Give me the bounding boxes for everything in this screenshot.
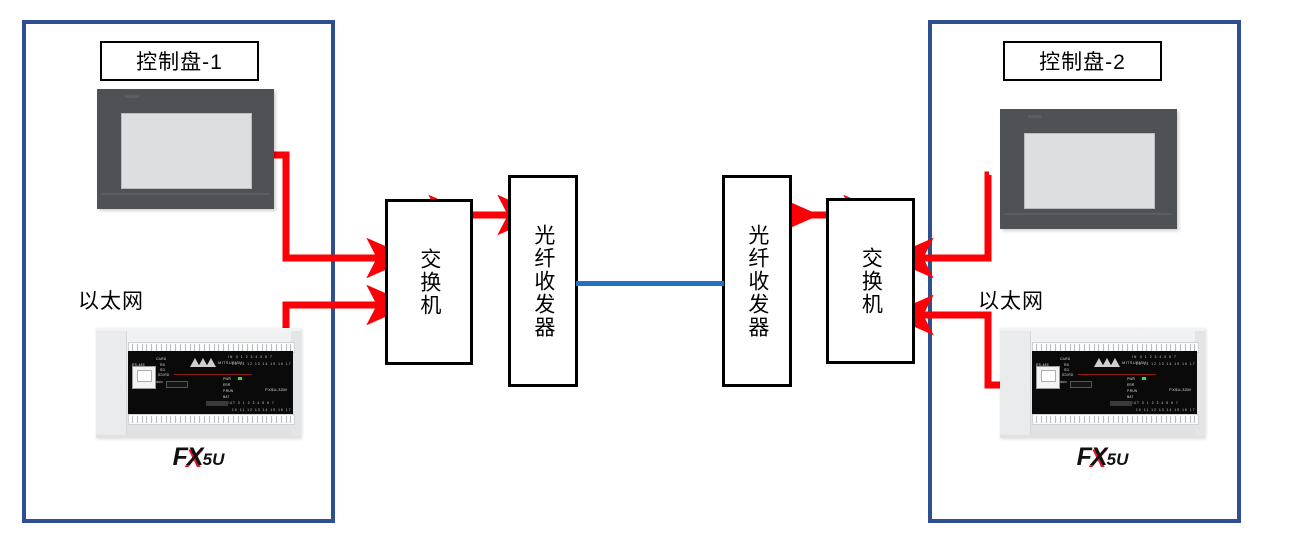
plc-bottom-terminal-rail — [1032, 414, 1199, 425]
plc-input-header: IN — [1132, 355, 1138, 359]
plc-label-sdrd: SD/RD — [158, 373, 170, 377]
network-switch-2-label: 交换机 — [859, 246, 883, 316]
plc-label-rs485: RS-485 — [132, 363, 145, 367]
plc-ethernet-port — [1036, 366, 1060, 389]
hmi-bottom-bar — [101, 193, 269, 195]
plc-left-cover — [96, 331, 127, 435]
plc-ethernet-port — [132, 366, 156, 389]
plc-label-rd: RD — [1064, 363, 1070, 367]
plc-bottom-terminal-rail — [128, 414, 295, 425]
fiber-transceiver-1: 光纤收发器 — [508, 175, 578, 387]
plc-fx5u-1: MITSUBISHI CARD RS-485 RD SD LAN SD/RD C… — [96, 328, 301, 438]
plc-output-header: OUT — [226, 401, 237, 405]
plc-label-rd: RD — [160, 363, 166, 367]
plc-output-header: OUT — [1130, 401, 1141, 405]
plc-left-cover — [1000, 331, 1031, 435]
fx5u-suffix-text: 5U — [202, 450, 225, 469]
plc-nameplate — [206, 401, 228, 406]
plc-led-pwr-label: PWR — [223, 377, 231, 381]
plc-label-sd: SD — [160, 368, 166, 372]
fx5u-fx-text: FX — [172, 443, 204, 471]
plc-right-cover — [291, 331, 301, 435]
fx5u-x-overlay: X — [185, 445, 203, 473]
plc-led-bat-label: BAT — [1127, 395, 1134, 399]
mitsubishi-logo-icon — [190, 358, 216, 369]
control-panel-1-label-text: 控制盘-1 — [136, 51, 223, 74]
plc-input-row-1: 0 1 2 3 4 5 6 7 — [1140, 355, 1177, 359]
ethernet-label-left: 以太网 — [78, 290, 144, 313]
control-panel-1-label: 控制盘-1 — [100, 41, 259, 81]
plc-led-pwr-indicator — [238, 377, 242, 380]
control-panel-2-label-text: 控制盘-2 — [1039, 51, 1126, 74]
plc-led-pwr-indicator — [1142, 377, 1146, 380]
plc-led-prun-label: P.RUN — [1127, 389, 1138, 393]
plc-label-sdrd: SD/RD — [1062, 373, 1074, 377]
plc-fx5u-2: MITSUBISHI CARD RS-485 RD SD LAN SD/RD C… — [1000, 328, 1205, 438]
plc-input-row-2: 10 11 12 13 14 15 16 17 — [232, 362, 292, 366]
plc-led-err-label: ERR — [223, 383, 231, 387]
ethernet-label-right: 以太网 — [978, 290, 1044, 313]
plc-right-cover — [1195, 331, 1205, 435]
fx5u-x-overlay: X — [1089, 445, 1107, 473]
hmi-top-nub — [125, 95, 139, 98]
control-panel-2-label: 控制盘-2 — [1003, 41, 1162, 81]
plc-brand-text: MITSUBISHI — [1122, 360, 1148, 365]
hmi-top-nub — [1028, 115, 1042, 118]
plc-model-code: FX5U-32M — [265, 387, 287, 392]
hmi-screen — [121, 113, 252, 189]
plc-led-err-label: ERR — [1127, 383, 1135, 387]
plc-label-rs485: RS-485 — [1036, 363, 1049, 367]
plc-sd-card-slot — [166, 381, 188, 388]
plc-output-row-2: 10 11 12 13 14 15 16 17 — [232, 408, 292, 412]
plc-led-prun-label: P.RUN — [223, 389, 234, 393]
fiber-transceiver-1-label: 光纤收发器 — [531, 223, 555, 339]
network-switch-2: 交换机 — [826, 198, 915, 364]
hmi-touch-panel-1 — [97, 89, 274, 209]
fx5u-suffix-text: 5U — [1106, 450, 1129, 469]
plc-led-pwr-label: PWR — [1127, 377, 1135, 381]
plc-input-row-1: 0 1 2 3 4 5 6 7 — [236, 355, 273, 359]
network-switch-1-label: 交换机 — [417, 247, 441, 317]
cable-hmi2-to-switch2 — [887, 171, 992, 279]
plc-output-row-1: 0 1 2 3 4 5 6 7 — [238, 401, 275, 405]
plc-output-row-2: 10 11 12 13 14 15 16 17 — [1136, 408, 1196, 412]
cable-hmi1-to-switch1 — [263, 151, 413, 279]
plc-output-row-1: 0 1 2 3 4 5 6 7 — [1142, 401, 1179, 405]
plc-label-sd: SD — [1064, 368, 1070, 372]
control-panel-1-enclosure — [22, 20, 335, 523]
hmi-screen — [1024, 133, 1155, 209]
fiber-transceiver-2-label: 光纤收发器 — [745, 223, 769, 339]
plc-label-card: CARD — [1060, 357, 1071, 361]
network-switch-1: 交换机 — [385, 199, 473, 365]
plc-brand-text: MITSUBISHI — [218, 360, 244, 365]
hmi-bottom-bar — [1004, 213, 1172, 215]
plc-nameplate — [1110, 401, 1132, 406]
plc-model-code: FX5U-32M — [1169, 387, 1191, 392]
plc-sd-card-slot — [1070, 381, 1092, 388]
fiber-optic-trunk-link — [576, 281, 724, 286]
plc-accent-line — [174, 374, 252, 375]
plc-input-row-2: 10 11 12 13 14 15 16 17 — [1136, 362, 1196, 366]
mitsubishi-logo-icon — [1094, 358, 1120, 369]
hmi-touch-panel-2 — [1000, 109, 1177, 229]
fx5u-fx-text: FX — [1076, 443, 1108, 471]
plc-label-card: CARD — [156, 357, 167, 361]
plc-input-header: IN — [228, 355, 234, 359]
plc-accent-line — [1078, 374, 1156, 375]
fiber-transceiver-2: 光纤收发器 — [722, 175, 792, 387]
plc-led-bat-label: BAT — [223, 395, 230, 399]
